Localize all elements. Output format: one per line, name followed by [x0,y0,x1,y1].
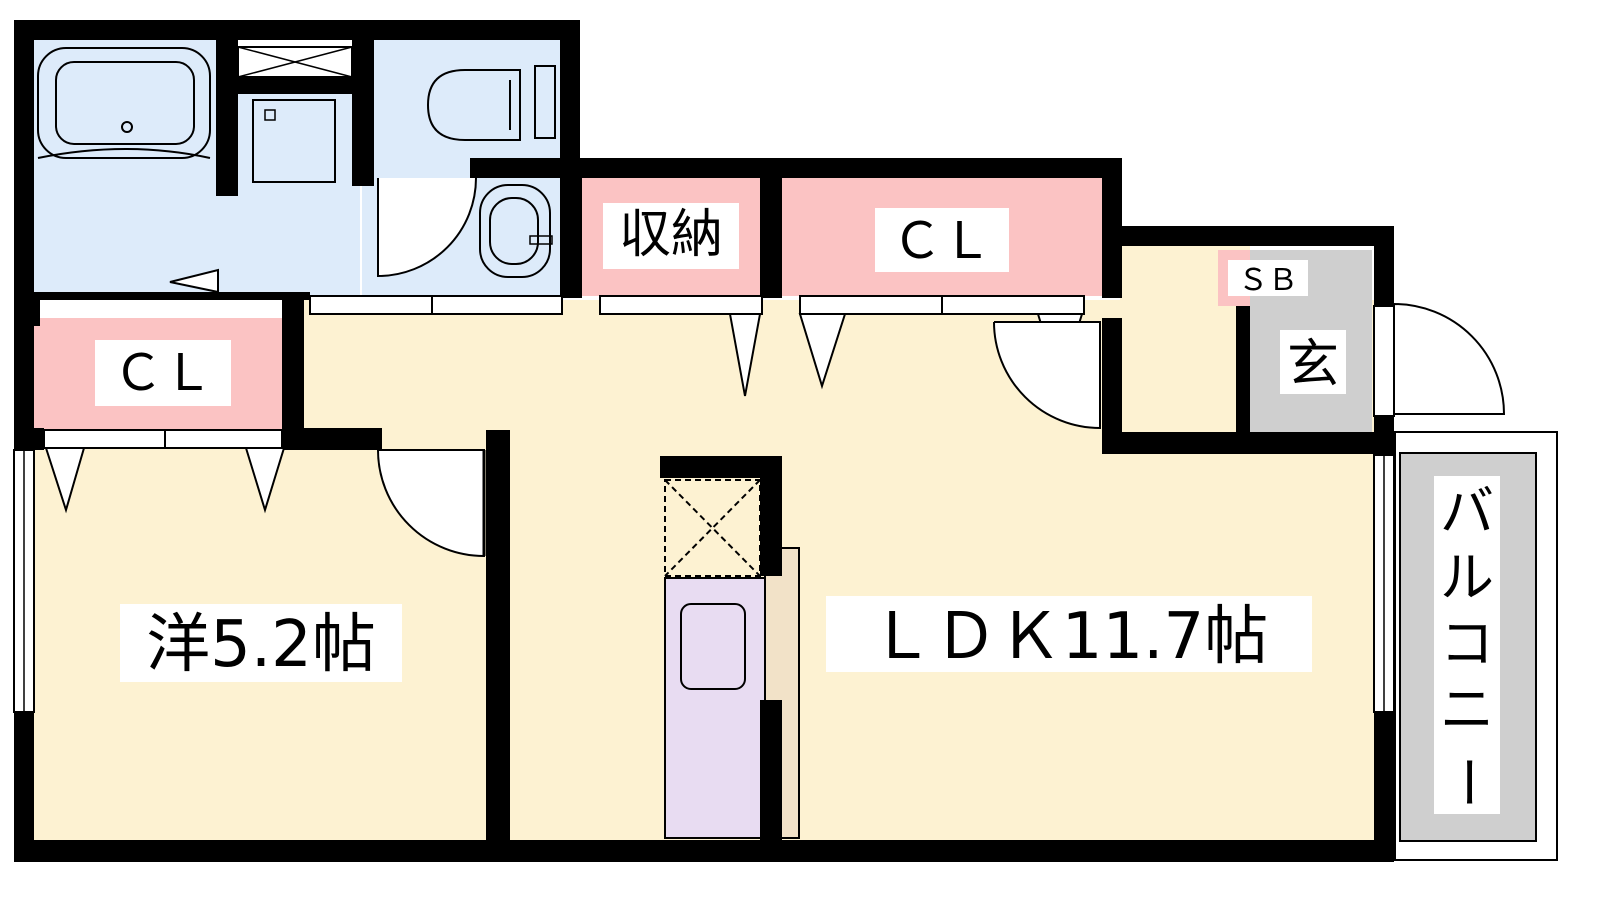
entrance-label: 玄 [1287,335,1339,395]
bathroom-floor [30,36,220,298]
washroom-floor [220,90,360,298]
storage-label: 収納 [619,205,723,265]
bath-door-arrow [169,268,219,294]
left-closet-label: ＣＬ [113,344,213,402]
left-closet-door-track [43,429,283,449]
entrance-door-swing [1393,302,1506,415]
balcony-char-2: ル [1440,546,1494,609]
bathtub-inner [55,61,195,145]
balcony-char-4: ニ [1440,678,1494,741]
wash-basin-cabinet [252,99,336,183]
wash-door-track [309,295,563,315]
entrance-label-bg [1280,330,1346,394]
closet-door-leaf-1 [798,313,847,390]
sink-icon [680,603,746,690]
bathtub-icon [37,47,211,159]
western-room-label-bg [120,604,402,682]
bath-floor-edge [37,148,211,159]
handwash-icon [479,184,551,278]
storage-door-leaf [728,313,762,397]
top-closet-label-bg [875,208,1009,272]
toilet-door-swing [377,177,477,278]
toilet-tank [534,65,556,139]
bathtub-drain [121,121,133,133]
balcony-char-5: ー [1436,755,1499,809]
balcony-label-bg [1434,476,1500,814]
storage-label-bg [603,203,739,269]
western-room-door-swing [377,449,485,558]
left-closet-leaf-2 [244,447,286,514]
balcony-char-1: バ [1440,480,1494,543]
ldk-label: ＬＤＫ11.7帖 [870,600,1269,674]
shoe-box-label: ＳＢ [1238,263,1298,298]
left-closet-label-bg [95,340,231,406]
ldk-label-bg [826,596,1312,672]
balcony-label: バ ル コ ニ ー [1436,480,1499,809]
hall-door-swing [993,321,1101,430]
refrigerator-cross-2 [664,479,761,577]
storage-door-track [599,295,763,315]
shoe-box-label-bg [1228,260,1308,296]
basin-tap [264,109,276,121]
walls [14,20,1394,862]
left-closet-leaf-1 [44,447,86,514]
entrance-side-window [1373,305,1395,417]
handwash-inner [489,197,539,265]
western-room-label: 洋5.2帖 [146,608,376,682]
washer-cross-2 [237,46,353,78]
top-closet-label: ＣＬ [892,212,992,270]
toilet-icon [426,69,521,141]
refrigerator-cross [664,479,761,577]
handwash-tap [529,235,553,245]
balcony-char-3: コ [1440,612,1494,675]
